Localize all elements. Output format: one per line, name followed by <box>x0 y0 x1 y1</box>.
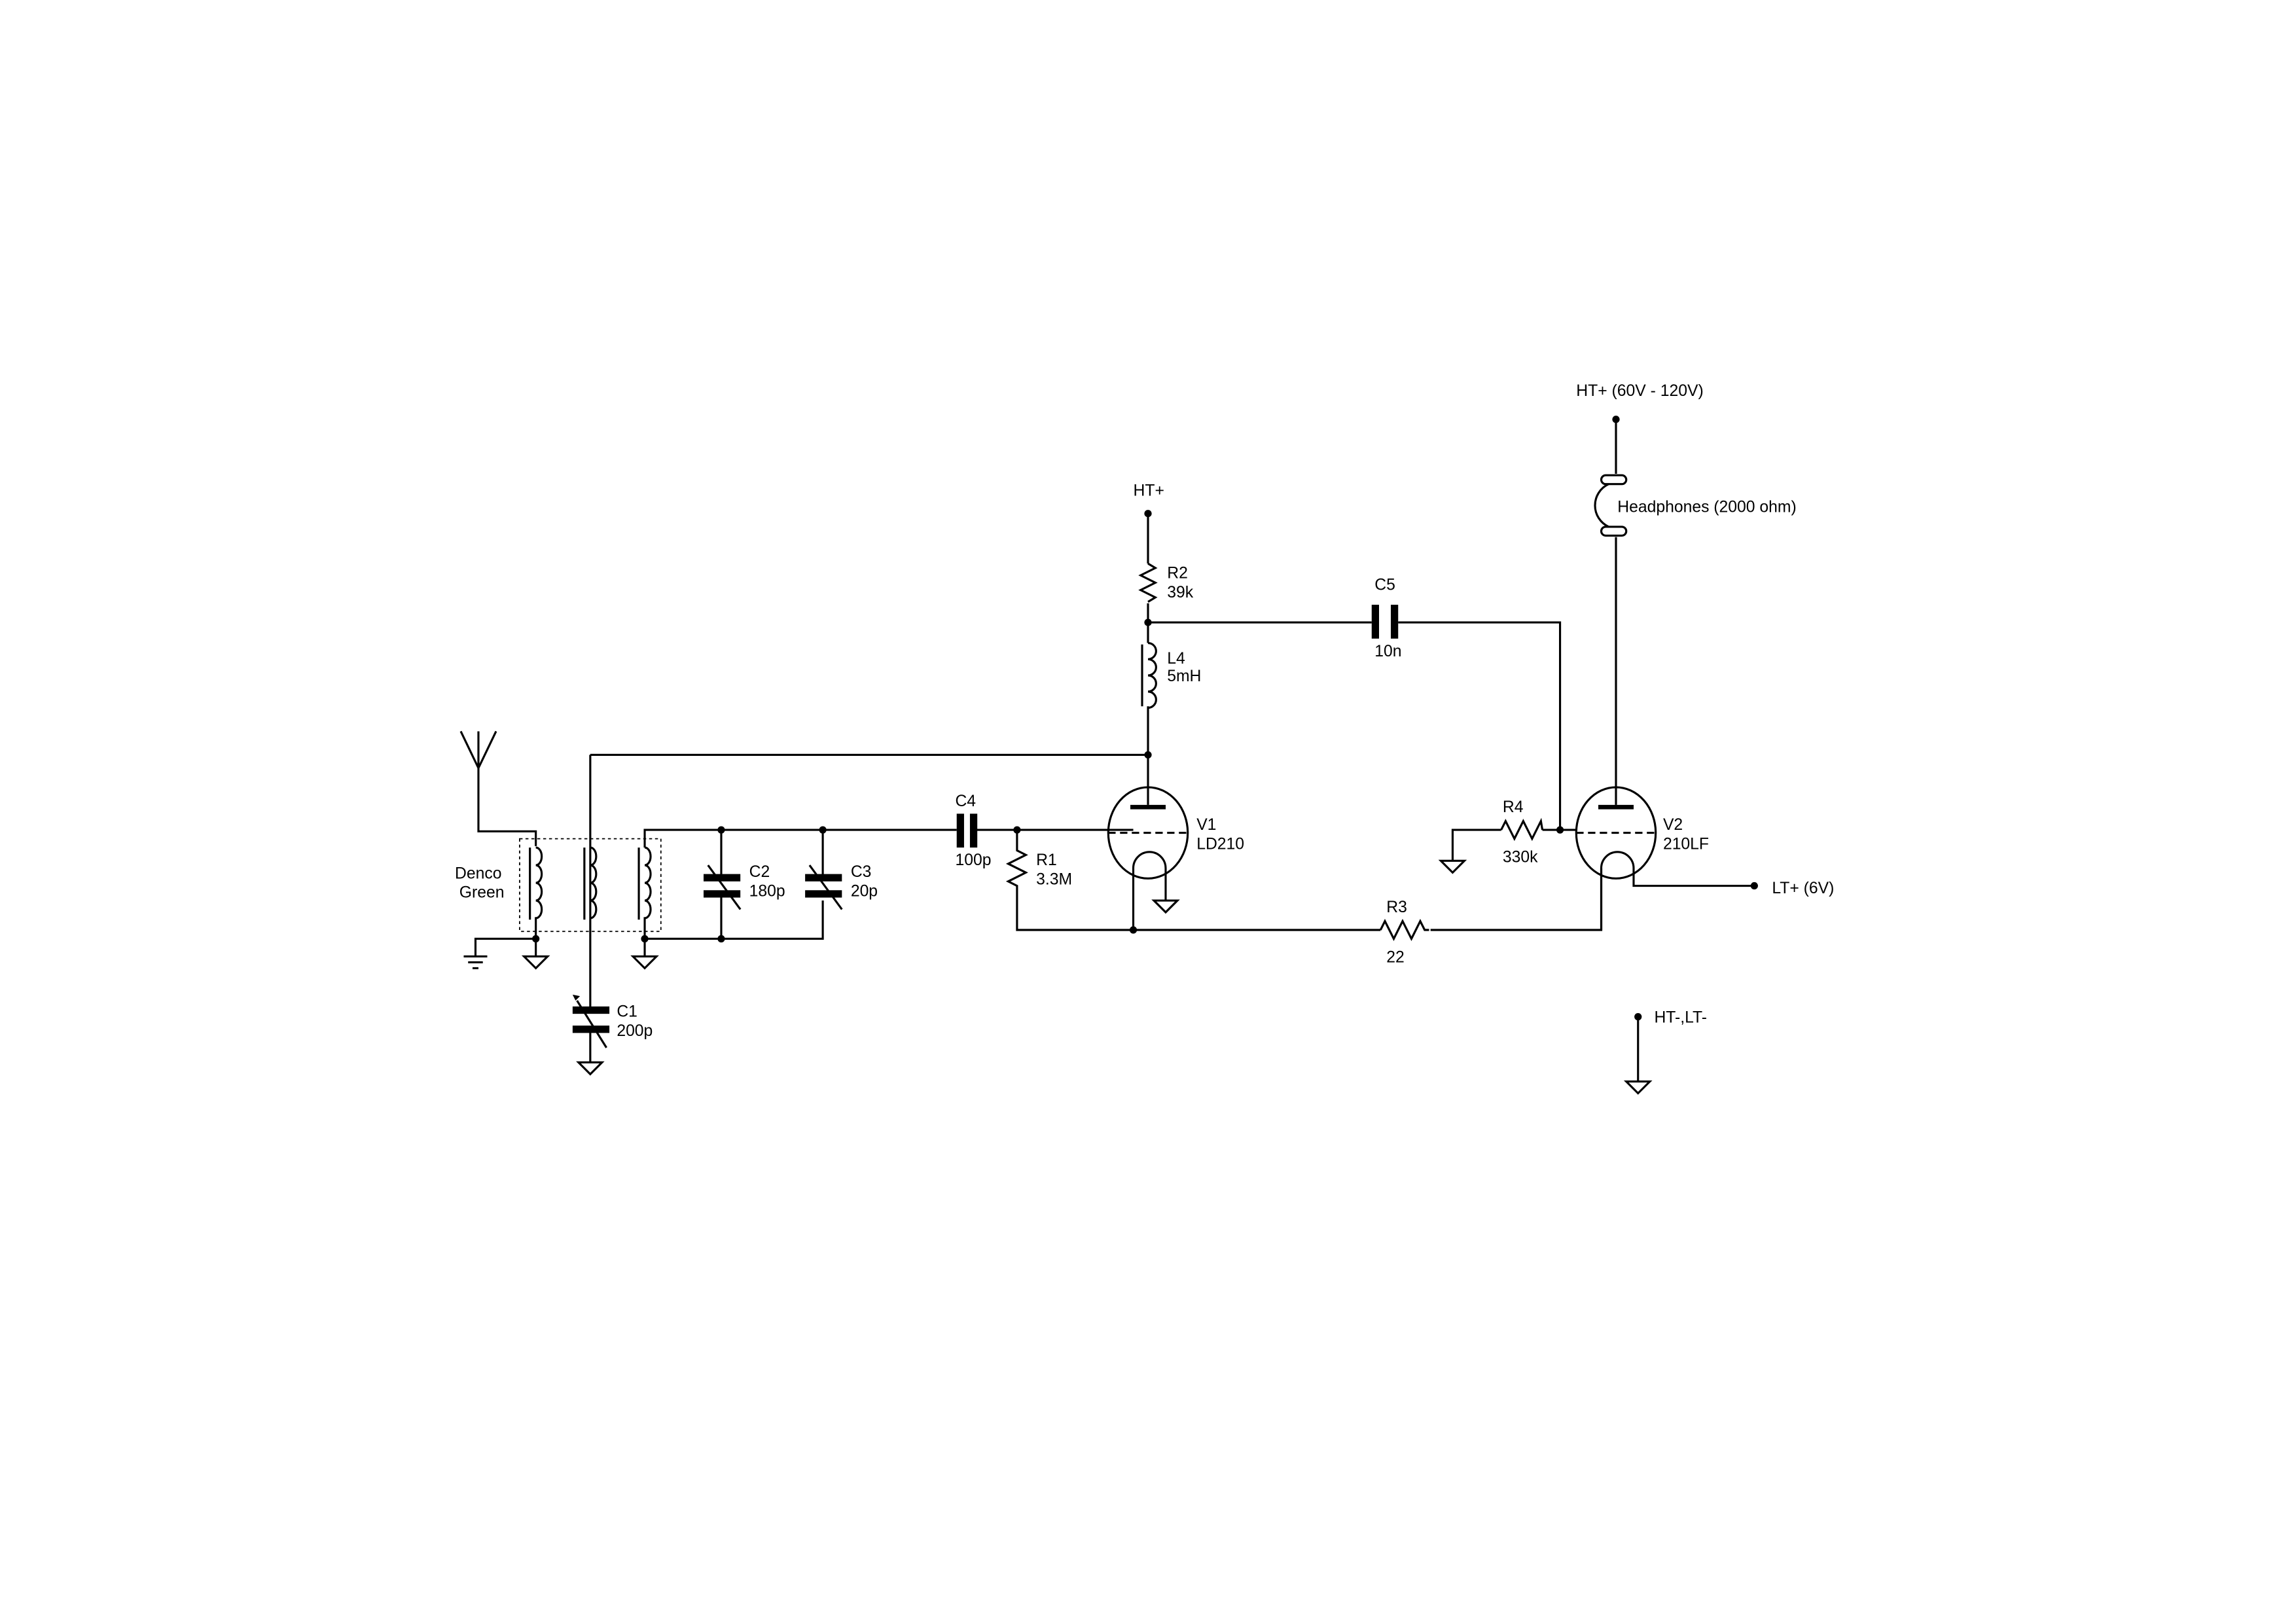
valve-v1: V1 LD210 <box>1107 786 1244 930</box>
r2-ref: R2 <box>1167 565 1188 582</box>
v2-ref: V2 <box>1663 816 1683 834</box>
c3-value: 20p <box>851 882 878 900</box>
c5-ref: C5 <box>1374 577 1395 594</box>
c4-ref: C4 <box>955 793 976 810</box>
c2-value: 180p <box>749 882 785 900</box>
resistor-r1: R1 3.3M <box>1005 830 1603 931</box>
resistor-r4: R4 330k <box>1500 798 1544 866</box>
r3-value: 22 <box>1386 948 1405 966</box>
ground-terminal-label: HT-,LT- <box>1654 1009 1707 1027</box>
r3-ref: R3 <box>1386 899 1407 916</box>
c5-value: 10n <box>1374 643 1401 660</box>
c1-value: 200p <box>617 1022 653 1040</box>
r1-ref: R1 <box>1036 851 1057 869</box>
ground-icon <box>1439 859 1465 874</box>
resistor-r3: R3 22 <box>1379 899 1431 966</box>
ground-icon <box>577 1061 603 1075</box>
capacitor-c1: C1 200p <box>572 994 653 1048</box>
c3-ref: C3 <box>851 863 872 881</box>
ground-icon <box>523 955 549 970</box>
capacitor-c2: C2 180p <box>703 863 785 910</box>
antenna-icon <box>459 730 537 846</box>
ht-supply-terminal-label: HT+ (60V - 120V) <box>1576 382 1703 400</box>
l4-ref: L4 <box>1167 650 1185 668</box>
denco-transformer: Denco Green <box>455 838 662 939</box>
ground-icon <box>1625 1080 1651 1095</box>
r4-ref: R4 <box>1503 798 1524 816</box>
valve-v2: V2 210LF <box>1575 786 1755 930</box>
transformer-label: Green <box>459 884 505 902</box>
r1-value: 3.3M <box>1036 870 1072 888</box>
capacitor-c4: C4 100p <box>955 793 991 869</box>
ground-icon <box>632 955 658 970</box>
v1-ref: V1 <box>1196 816 1216 834</box>
c1-ref: C1 <box>617 1003 637 1021</box>
l4-value: 5mH <box>1167 668 1201 685</box>
lt-plus-terminal-label: LT+ (6V) <box>1772 880 1834 897</box>
capacitor-c5: C5 10n <box>1371 577 1402 660</box>
v2-value: 210LF <box>1663 835 1709 853</box>
resistor-r2: R2 39k <box>1138 562 1194 603</box>
headphones-label: Headphones (2000 ohm) <box>1617 498 1796 516</box>
ground-icon <box>1153 899 1179 914</box>
c2-ref: C2 <box>749 863 770 881</box>
r2-value: 39k <box>1167 584 1193 601</box>
inductor-l4: L4 5mH <box>1141 641 1201 709</box>
capacitor-c3: C3 20p <box>805 863 878 910</box>
c4-value: 100p <box>955 851 991 869</box>
earth-icon <box>463 955 488 970</box>
ht-plus-terminal-label: HT+ <box>1134 482 1164 500</box>
v1-value: LD210 <box>1196 835 1244 853</box>
headphones-icon: Headphones (2000 ohm) <box>1594 474 1797 537</box>
r4-value: 330k <box>1503 849 1538 866</box>
transformer-label: Denco <box>455 865 501 882</box>
